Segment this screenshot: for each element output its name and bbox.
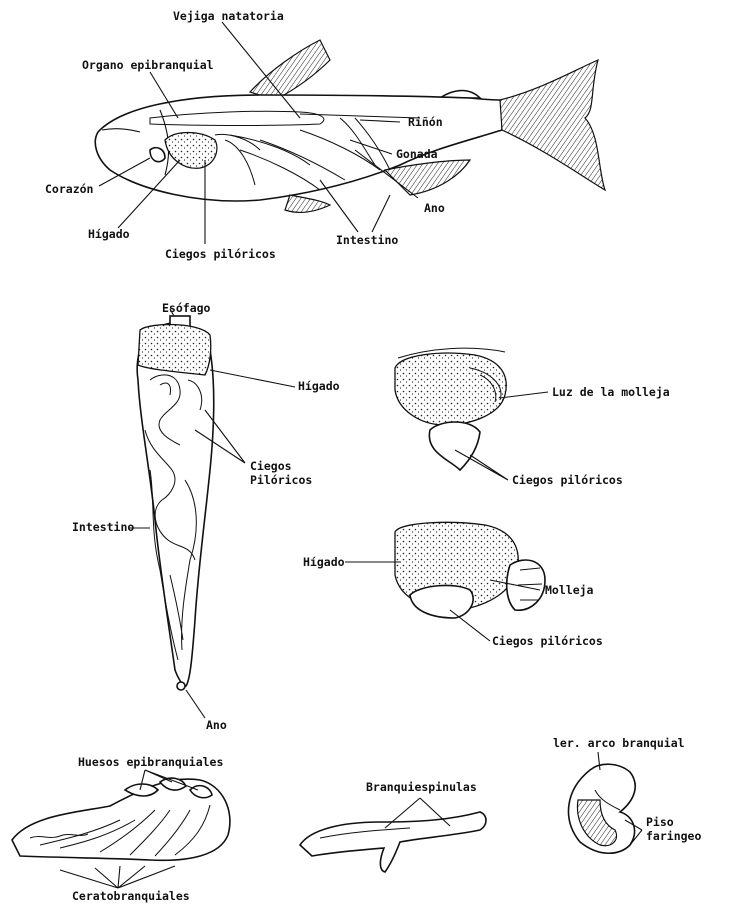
caudal-fin	[500, 60, 605, 190]
label-primer-arco: ler. arco branquial	[553, 736, 685, 750]
label-huesos-epibranquiales: Huesos epibranquiales	[78, 755, 223, 769]
label-higado-fish: Hígado	[88, 227, 130, 241]
leader-higado-gut	[210, 370, 295, 387]
label-vejiga-natatoria: Vejiga natatoria	[173, 9, 284, 23]
label-ciegos-top: Ciegos pilóricos	[512, 473, 623, 487]
label-luz-molleja: Luz de la molleja	[552, 385, 670, 399]
label-rinon: Riñón	[408, 115, 443, 129]
stomach-top-ceca	[429, 422, 480, 470]
label-intestino-fish: Intestino	[336, 233, 398, 247]
leader-luz	[500, 392, 548, 398]
fish-figure: Vejiga natatoria Organo epibranquial Riñ…	[45, 9, 605, 261]
pelvic-fin	[285, 195, 330, 212]
label-piso: Piso	[646, 815, 674, 829]
label-esofago: Esófago	[162, 301, 211, 315]
label-ano-fish: Ano	[424, 201, 445, 215]
heart	[150, 148, 165, 162]
label-ciegos-bottom: Ciegos pilóricos	[492, 634, 603, 648]
gill-arches-figure: Huesos epibranquiales Ceratobranquiales	[12, 755, 230, 903]
digestive-tract-figure: Esófago Hígado Ciegos Pilóricos Intestin…	[72, 301, 340, 732]
label-molleja: Molleja	[545, 583, 594, 597]
anus-point	[177, 682, 185, 690]
label-higado-bottom: Hígado	[303, 555, 345, 569]
stomach-top-figure: Luz de la molleja Ciegos pilóricos	[395, 348, 670, 487]
label-ceratobranquiales: Ceratobranquiales	[72, 889, 190, 903]
leader-cerato	[60, 866, 175, 888]
label-gonada: Gonada	[396, 147, 438, 161]
label-corazon: Corazón	[45, 182, 94, 196]
stomach-bottom-ceca	[410, 585, 473, 618]
label-ano-gut: Ano	[206, 718, 227, 732]
gut-liver	[138, 325, 211, 375]
label-ciegos-gut: Ciegos	[250, 459, 292, 473]
label-higado-gut: Hígado	[298, 379, 340, 393]
stomach-top-body	[395, 353, 506, 425]
label-ciegos-fish: Ciegos pilóricos	[165, 247, 276, 261]
label-intestino-gut: Intestino	[72, 520, 134, 534]
label-piloricos-gut: Pilóricos	[250, 473, 312, 487]
stomach-bottom-figure: Hígado Molleja Ciegos pilóricos	[303, 522, 603, 648]
label-faringeo: faringeo	[646, 829, 701, 843]
label-branquiespinulas: Branquiespinulas	[366, 780, 477, 794]
label-organo-epibranquial: Organo epibranquial	[82, 58, 214, 72]
gut-outline	[137, 322, 214, 686]
leader-ano-gut	[186, 690, 205, 718]
first-gill-arch-figure: ler. arco branquial Piso faringeo	[553, 736, 701, 853]
leader-ciegos-bottom	[450, 610, 490, 641]
dorsal-fin	[250, 40, 330, 100]
branchiospinules-figure: Branquiespinulas	[300, 780, 486, 872]
